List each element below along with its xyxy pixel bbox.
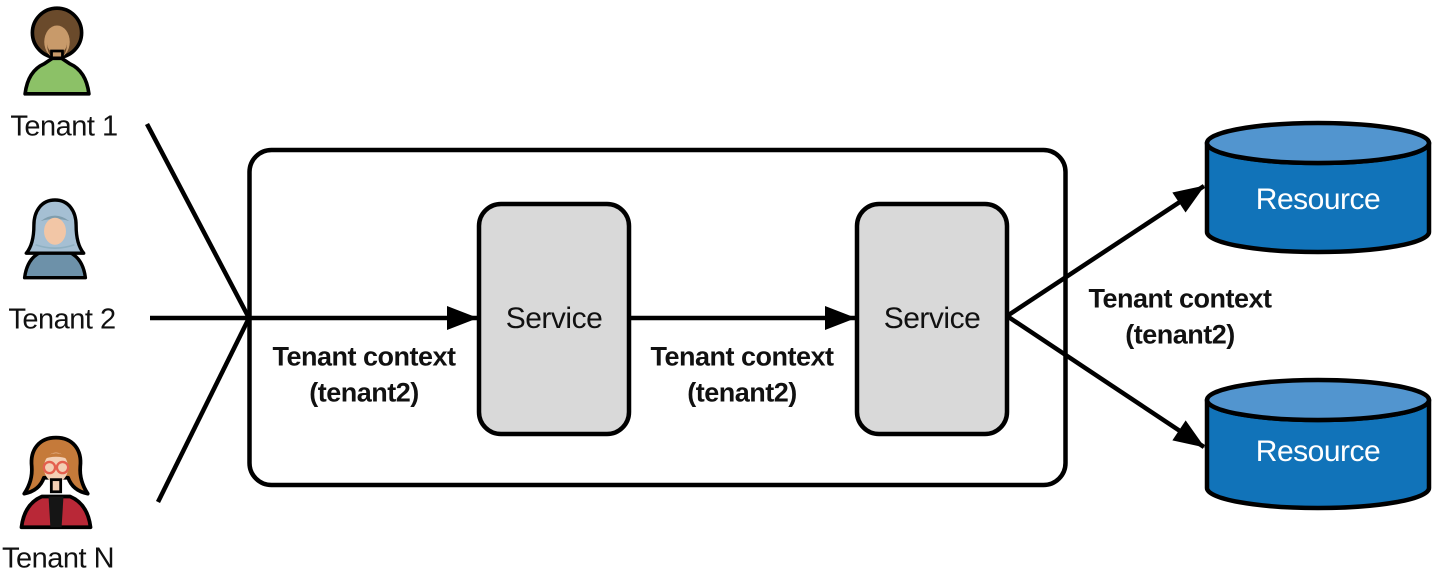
glasses-person-icon — [19, 435, 93, 530]
context-label-line2: (tenant2) — [687, 377, 797, 407]
tenant-n-label: Tenant N — [1, 542, 115, 575]
service2-to-resource2-arrow — [1005, 314, 1206, 449]
afro-person-icon — [23, 6, 91, 96]
context-label-mid: Tenant context (tenant2) — [650, 339, 834, 410]
service-box-2 — [854, 201, 1010, 437]
tenant-2-label: Tenant 2 — [8, 303, 116, 336]
resource-cylinder-2 — [1204, 377, 1432, 511]
service-1-label: Service — [505, 302, 603, 335]
tenant-1-label: Tenant 1 — [10, 110, 118, 143]
hijab-person-icon — [22, 198, 88, 280]
tenant1-connector-line — [145, 122, 251, 320]
context-label-line2: (tenant2) — [1125, 319, 1235, 349]
context-label-line1: Tenant context — [272, 341, 456, 372]
context-label-ingress: Tenant context (tenant2) — [272, 339, 456, 410]
tenantN-connector-line — [155, 317, 252, 503]
context-label-egress: Tenant context (tenant2) — [1088, 281, 1272, 352]
context-label-line1: Tenant context — [1088, 283, 1272, 314]
database-cylinder-top — [1204, 120, 1432, 166]
service-2-label: Service — [883, 302, 981, 335]
service2-to-resource1-arrow — [1005, 184, 1206, 318]
context-label-line1: Tenant context — [650, 341, 834, 372]
database-cylinder-top — [1204, 377, 1432, 423]
resource-1-label: Resource — [1255, 183, 1381, 216]
context-label-line2: (tenant2) — [309, 377, 419, 407]
resource-cylinder-1 — [1204, 120, 1432, 255]
resource-2-label: Resource — [1255, 435, 1381, 468]
